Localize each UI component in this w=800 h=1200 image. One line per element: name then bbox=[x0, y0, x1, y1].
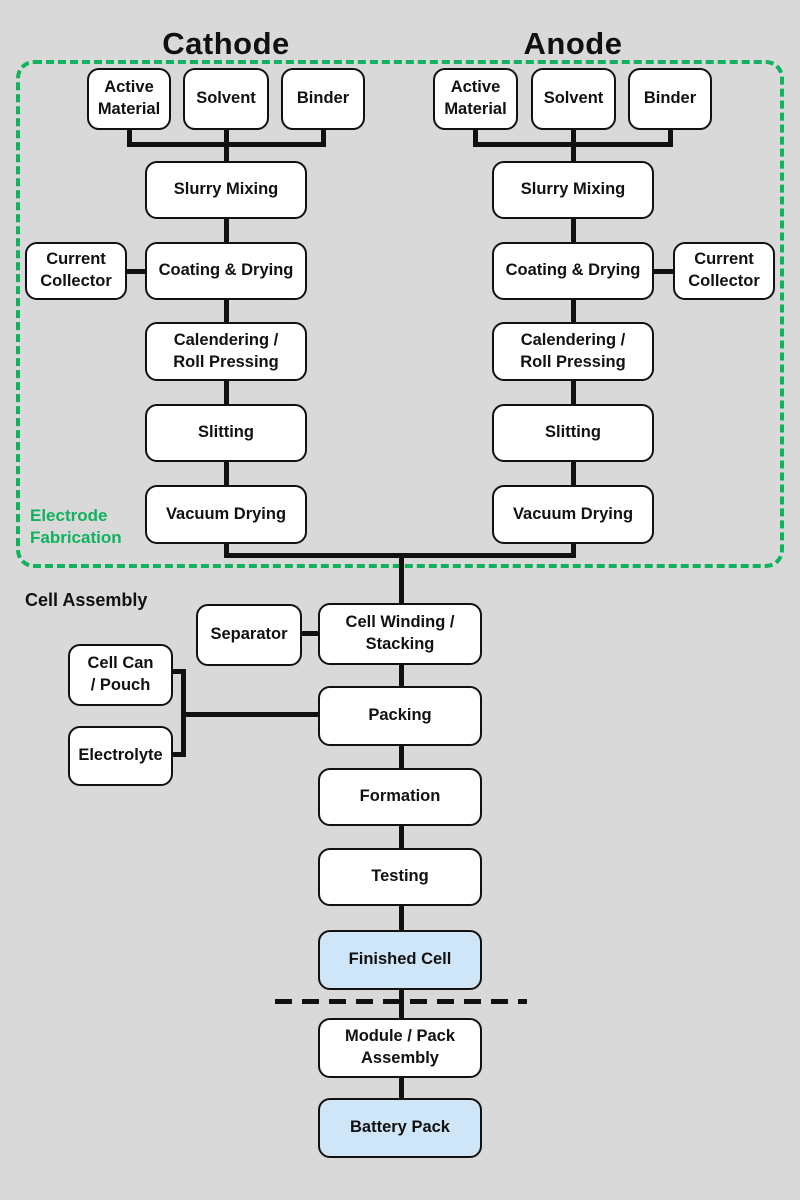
node-cathode-vacuum-drying: Vacuum Drying bbox=[145, 485, 307, 544]
edge-electrolyte-to-bracket bbox=[173, 752, 186, 757]
node-anode-slurry-mixing: Slurry Mixing bbox=[492, 161, 654, 219]
node-cathode-calendering: Calendering / Roll Pressing bbox=[145, 322, 307, 381]
edge-anode-active-to-bar bbox=[473, 129, 478, 147]
node-cathode-slurry-mixing: Slurry Mixing bbox=[145, 161, 307, 219]
edge-cathode-calendering-to-slitting bbox=[223, 381, 229, 404]
edge-anode-slitting-to-vacuum bbox=[570, 462, 576, 485]
node-anode-current-collector: Current Collector bbox=[673, 242, 775, 300]
node-anode-coating-drying: Coating & Drying bbox=[492, 242, 654, 300]
node-cathode-coating-drying: Coating & Drying bbox=[145, 242, 307, 300]
node-cell-can-pouch: Cell Can / Pouch bbox=[68, 644, 173, 706]
node-anode-binder: Binder bbox=[628, 68, 712, 130]
node-packing: Packing bbox=[318, 686, 482, 746]
node-anode-calendering: Calendering / Roll Pressing bbox=[492, 322, 654, 381]
node-testing: Testing bbox=[318, 848, 482, 906]
edge-formation-to-testing bbox=[398, 826, 404, 848]
phase-separator-dashed-line bbox=[275, 999, 527, 1004]
electrode-fabrication-label: Electrode Fabrication bbox=[30, 506, 122, 548]
edge-cathode-active-to-bar bbox=[126, 129, 132, 147]
edge-cathode-slurry-to-coating bbox=[223, 219, 229, 242]
node-anode-vacuum-drying: Vacuum Drying bbox=[492, 485, 654, 544]
node-anode-active-material: Active Material bbox=[433, 68, 518, 130]
edge-cathode-coating-to-calendering bbox=[223, 300, 229, 322]
node-anode-solvent: Solvent bbox=[531, 68, 616, 130]
node-separator: Separator bbox=[196, 604, 302, 666]
edge-anode-slurry-to-coating bbox=[570, 219, 576, 242]
edge-cathode-input-bar bbox=[126, 142, 326, 147]
edge-anode-collector-to-coating bbox=[654, 268, 673, 274]
cell-assembly-label: Cell Assembly bbox=[25, 590, 148, 610]
edge-winding-to-packing bbox=[398, 665, 404, 686]
edge-bar-to-cell-winding bbox=[398, 553, 404, 604]
edge-cathode-collector-to-coating bbox=[127, 268, 145, 274]
node-finished-cell: Finished Cell bbox=[318, 930, 482, 990]
node-module-pack-assembly: Module / Pack Assembly bbox=[318, 1018, 482, 1078]
edge-anode-coating-to-calendering bbox=[570, 300, 576, 322]
node-cathode-current-collector: Current Collector bbox=[25, 242, 127, 300]
edge-finished-to-module bbox=[398, 990, 404, 1018]
edge-bracket-to-packing bbox=[181, 712, 318, 717]
node-cathode-slitting: Slitting bbox=[145, 404, 307, 462]
edge-anode-input-bar bbox=[473, 142, 673, 147]
edge-anode-binder-to-bar bbox=[667, 129, 673, 147]
node-cathode-active-material: Active Material bbox=[87, 68, 171, 130]
edge-cathode-vacuum-to-bar bbox=[223, 544, 229, 558]
anode-title: Anode bbox=[523, 26, 623, 61]
node-cathode-solvent: Solvent bbox=[183, 68, 269, 130]
edge-anode-vacuum-to-bar bbox=[570, 544, 576, 558]
edge-separator-to-winding bbox=[302, 631, 318, 636]
node-cell-winding-stacking: Cell Winding / Stacking bbox=[318, 603, 482, 665]
edge-anode-calendering-to-slitting bbox=[570, 381, 576, 404]
node-electrolyte: Electrolyte bbox=[68, 726, 173, 786]
node-anode-slitting: Slitting bbox=[492, 404, 654, 462]
edge-cellcan-to-bracket bbox=[173, 669, 186, 674]
edge-cathode-binder-to-bar bbox=[320, 129, 326, 147]
edge-packing-to-formation bbox=[398, 746, 404, 768]
cathode-title: Cathode bbox=[162, 26, 290, 61]
node-formation: Formation bbox=[318, 768, 482, 826]
node-battery-pack: Battery Pack bbox=[318, 1098, 482, 1158]
node-cathode-binder: Binder bbox=[281, 68, 365, 130]
edge-module-to-battery bbox=[398, 1078, 404, 1098]
edge-cathode-slitting-to-vacuum bbox=[223, 462, 229, 485]
edge-testing-to-finished bbox=[398, 906, 404, 930]
